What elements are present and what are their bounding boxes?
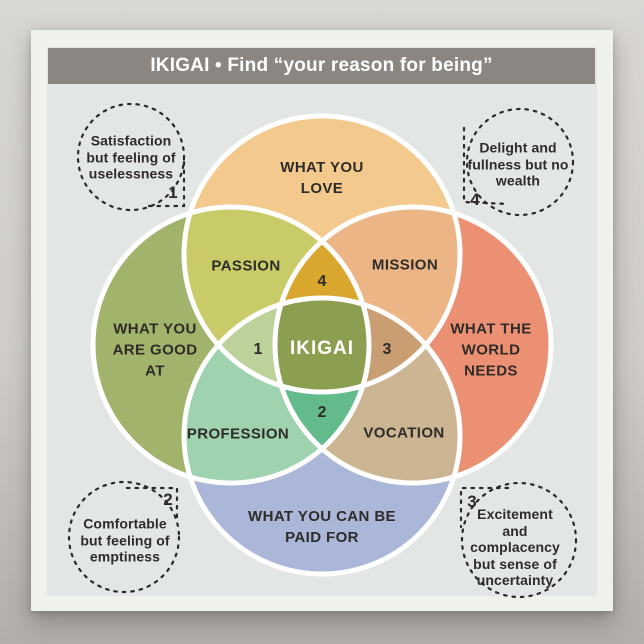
callout-tail-bottom-left [125, 486, 179, 520]
callout-text-bottom-right: Excitement and complacency but sense of … [470, 506, 560, 589]
poster-title: IKIGAI • Find “your reason for being” [150, 55, 493, 76]
callout-number-bottom-left: 2 [163, 490, 173, 509]
callout-line: Comfortable [83, 515, 167, 532]
label-line: WHAT YOU CAN BE [248, 508, 396, 525]
callout-number-top-left: 1 [168, 183, 178, 202]
label-what-you-love: WHAT YOU LOVE [280, 157, 363, 199]
ikigai-poster: IKIGAI • Find “your reason for being” [31, 30, 613, 611]
label-line: WHAT YOU [280, 159, 364, 176]
callout-line: complacency [470, 538, 560, 555]
label-what-the-world-needs: WHAT THE WORLD NEEDS [450, 319, 531, 382]
callout-text-top-right: Delight and fullness but no wealth [467, 139, 568, 189]
label-line: ARE GOOD [112, 341, 198, 359]
label-line: NEEDS [464, 362, 518, 380]
callout-line: but feeling of [80, 531, 170, 548]
venn-diagram [67, 102, 578, 599]
callout-bubble-bottom-left [67, 480, 181, 594]
label-line: WHAT YOU [113, 320, 197, 338]
callout-line: Delight and [479, 139, 557, 156]
label-profession: PROFESSION [186, 425, 290, 443]
callout-line: fullness but no [467, 155, 569, 172]
outline-paid [181, 295, 463, 577]
lens-number-4: 4 [317, 273, 327, 290]
label-passion: PASSION [211, 257, 281, 275]
callout-tail-top-right [462, 126, 510, 206]
callout-tail-top-left [147, 154, 186, 208]
callout-line: Satisfaction [90, 132, 172, 149]
lens-number-3: 3 [382, 341, 392, 358]
label-vocation: VOCATION [363, 424, 445, 442]
outline-good [90, 204, 372, 486]
label-line: AT [145, 362, 165, 380]
callout-line: Excitement [477, 505, 553, 522]
lens-number-2: 2 [317, 404, 327, 421]
region-lens1-shape [184, 298, 369, 392]
callout-number-top-right: 4 [470, 190, 480, 209]
label-what-you-can-be-paid-for: WHAT YOU CAN BE PAID FOR [248, 506, 396, 548]
label-line: PAID FOR [285, 529, 359, 546]
callout-bubble-top-left [76, 102, 186, 212]
callout-line: emptiness [89, 548, 161, 565]
label-mission: MISSION [371, 256, 439, 274]
callout-line: but sense of [473, 555, 557, 572]
callout-line: uselessness [88, 165, 174, 182]
lens-number-1: 1 [253, 341, 263, 358]
label-line: WHAT THE [450, 320, 532, 338]
region-lens3-shape [275, 298, 460, 392]
title-bar: IKIGAI • Find “your reason for being” [48, 48, 595, 84]
callout-line: but feeling of [86, 148, 176, 165]
callout-line: and [502, 522, 528, 539]
label-what-you-are-good-at: WHAT YOU ARE GOOD AT [113, 319, 198, 382]
outline-needs [272, 204, 554, 486]
callout-bubble-bottom-right [460, 481, 578, 599]
callout-text-top-left: Satisfaction but feeling of uselessness [86, 132, 175, 182]
callout-text-bottom-left: Comfortable but feeling of emptiness [80, 515, 169, 565]
circle-outlines [90, 113, 554, 577]
callout-line: uncertainty [476, 571, 554, 588]
label-line: WORLD [461, 341, 521, 359]
label-line: LOVE [300, 180, 344, 197]
callout-bubble-top-right [465, 107, 575, 217]
region-lens4-shape [275, 207, 369, 392]
label-ikigai: IKIGAI [289, 338, 355, 359]
region-lens2-shape [275, 298, 369, 483]
callout-line: wealth [495, 172, 541, 189]
callout-number-bottom-right: 3 [467, 492, 477, 511]
outline-love [181, 113, 463, 395]
